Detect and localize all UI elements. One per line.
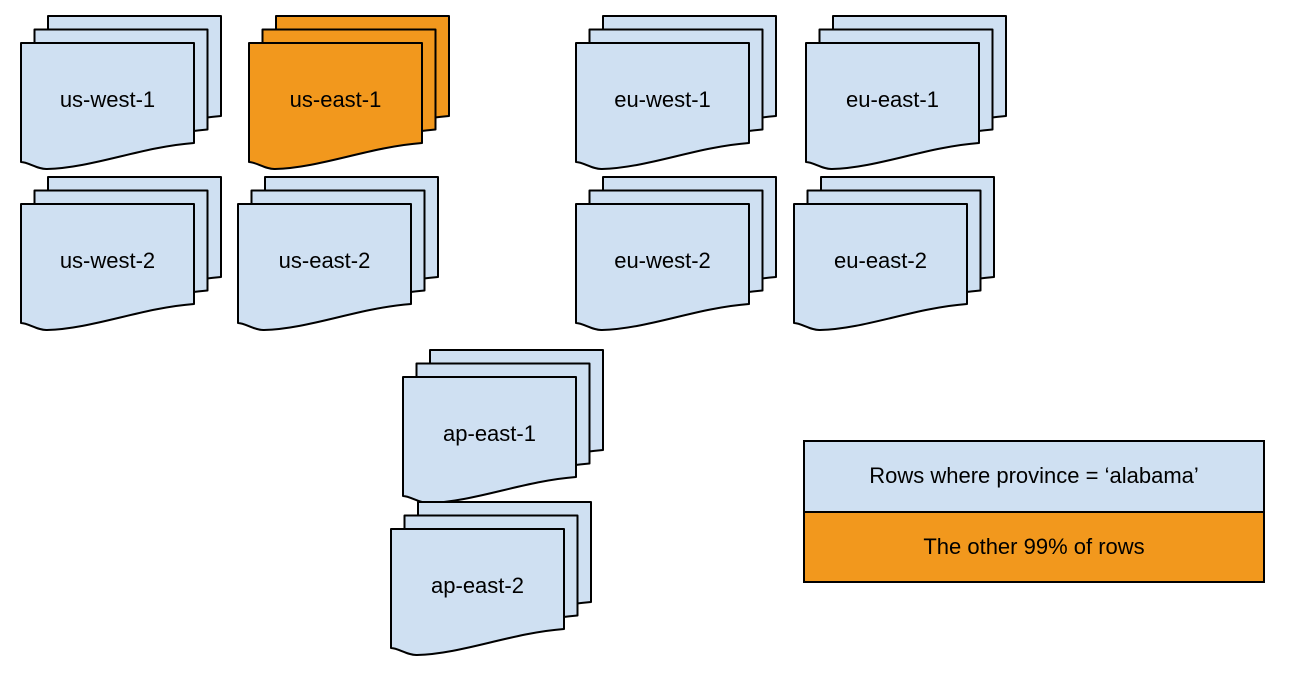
legend-item-label: The other 99% of rows	[923, 533, 1145, 559]
legend-item-other-rows: The other 99% of rows	[805, 512, 1263, 581]
document-stack-icon	[237, 176, 439, 332]
document-stack-icon	[390, 501, 592, 657]
region-stack-us-west-1: us-west-1	[20, 15, 223, 173]
document-stack-icon	[402, 349, 604, 505]
region-stack-us-west-2: us-west-2	[20, 176, 223, 334]
document-stack-icon	[793, 176, 995, 332]
region-stack-eu-west-1: eu-west-1	[575, 15, 778, 173]
region-stack-eu-east-2: eu-east-2	[793, 176, 996, 334]
region-stack-ap-east-2: ap-east-2	[390, 501, 593, 659]
region-stack-eu-east-1: eu-east-1	[805, 15, 1008, 173]
document-stack-icon	[248, 15, 450, 171]
legend-item-alabama-rows: Rows where province = ‘alabama’	[805, 442, 1263, 513]
document-stack-icon	[20, 176, 222, 332]
region-stack-ap-east-1: ap-east-1	[402, 349, 605, 507]
document-stack-icon	[20, 15, 222, 171]
document-stack-icon	[805, 15, 1007, 171]
document-stack-icon	[575, 15, 777, 171]
document-stack-icon	[575, 176, 777, 332]
legend-item-label: Rows where province = ‘alabama’	[869, 463, 1199, 489]
region-stack-eu-west-2: eu-west-2	[575, 176, 778, 334]
region-stack-us-east-2: us-east-2	[237, 176, 440, 334]
legend: Rows where province = ‘alabama’ The othe…	[803, 440, 1265, 583]
region-stack-us-east-1: us-east-1	[248, 15, 451, 173]
